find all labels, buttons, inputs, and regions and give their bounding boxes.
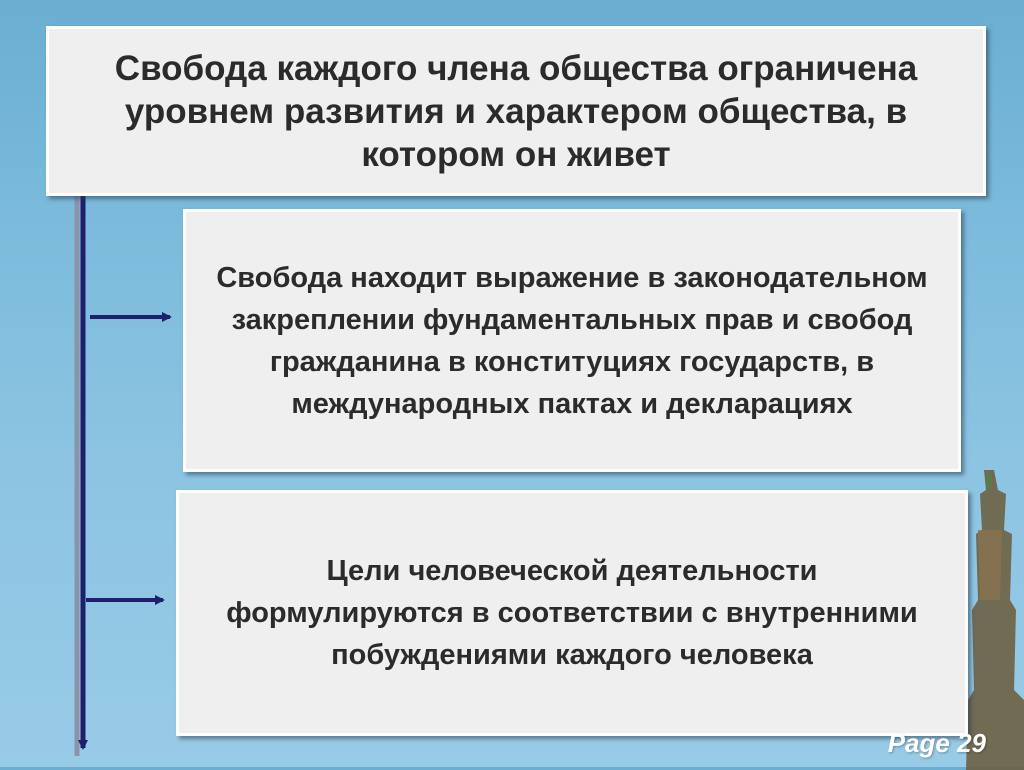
point-text-2: Цели человеческой деятельности формулиру…	[226, 555, 918, 671]
page-number: Page 29	[887, 728, 986, 758]
point-text-1: Свобода находит выражение в законодатель…	[216, 261, 928, 420]
point-box-1: Свобода находит выражение в законодатель…	[183, 209, 961, 472]
point-box-2: Цели человеческой деятельности формулиру…	[176, 490, 968, 736]
statue-background-image	[966, 470, 1024, 770]
heading-text: Свобода каждого члена общества ограничен…	[114, 48, 918, 174]
heading-box: Свобода каждого члена общества ограничен…	[46, 26, 986, 196]
